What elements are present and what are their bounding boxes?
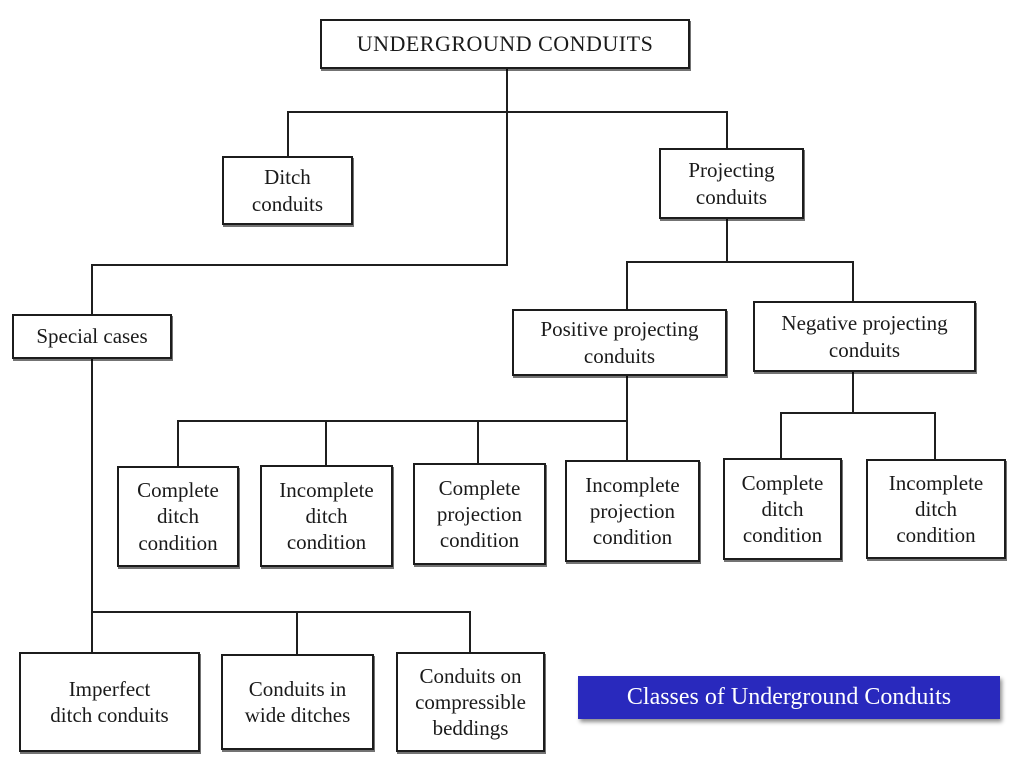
node-underground-conduits: UNDERGROUND CONDUITS bbox=[320, 19, 690, 69]
node-incomplete-projection-condition: Incomplete projection condition bbox=[565, 460, 700, 562]
node-negative-complete-ditch-condition: Complete ditch condition bbox=[723, 458, 842, 560]
node-incomplete-ditch-condition: Incomplete ditch condition bbox=[260, 465, 393, 567]
node-negative-projecting-conduits: Negative projecting conduits bbox=[753, 301, 976, 372]
node-imperfect-ditch-conduits: Imperfect ditch conduits bbox=[19, 652, 200, 752]
node-conduits-on-compressible-beddings: Conduits on compressible beddings bbox=[396, 652, 545, 752]
caption-label: Classes of Underground Conduits bbox=[578, 676, 1000, 719]
node-special-cases: Special cases bbox=[12, 314, 172, 359]
node-projecting-conduits: Projecting conduits bbox=[659, 148, 804, 219]
node-ditch-conduits: Ditch conduits bbox=[222, 156, 353, 225]
node-negative-incomplete-ditch-condition: Incomplete ditch condition bbox=[866, 459, 1006, 559]
node-complete-ditch-condition: Complete ditch condition bbox=[117, 466, 239, 567]
node-complete-projection-condition: Complete projection condition bbox=[413, 463, 546, 565]
node-positive-projecting-conduits: Positive projecting conduits bbox=[512, 309, 727, 376]
node-conduits-in-wide-ditches: Conduits in wide ditches bbox=[221, 654, 374, 750]
